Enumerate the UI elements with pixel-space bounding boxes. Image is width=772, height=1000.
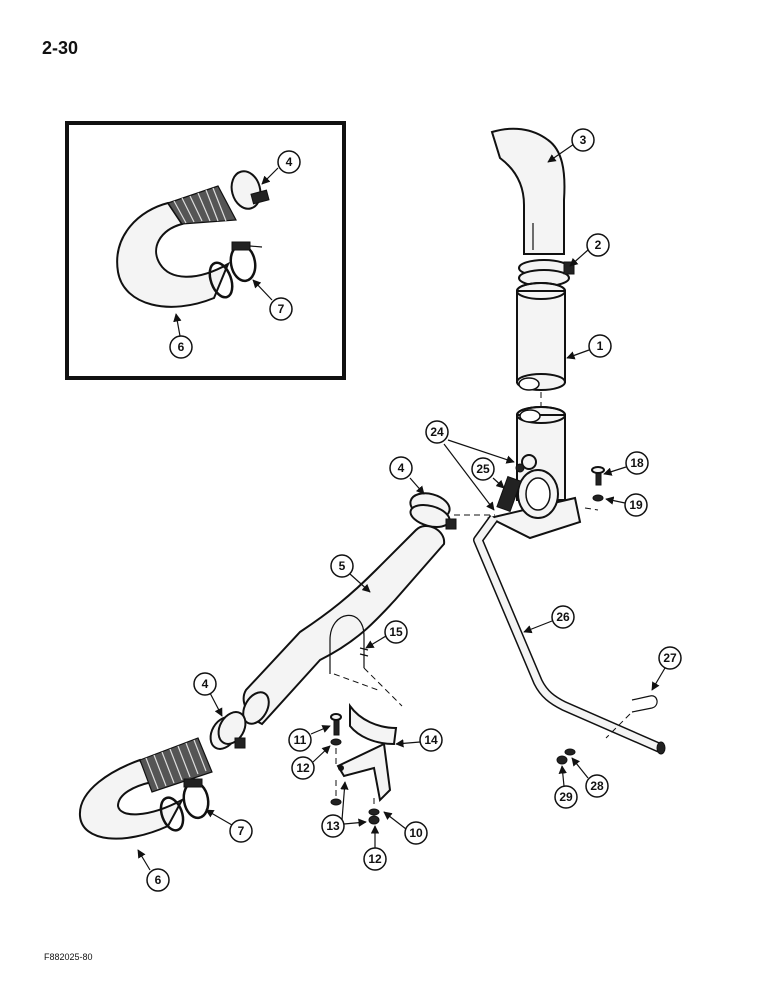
callout-10: 10 bbox=[409, 826, 423, 840]
callout-14: 14 bbox=[424, 733, 438, 747]
callout-5: 5 bbox=[339, 559, 346, 573]
inset-flex-elbow bbox=[116, 185, 237, 308]
callout-6: 6 bbox=[155, 873, 162, 887]
inset-callout-7: 7 bbox=[278, 302, 285, 316]
callout-24: 24 bbox=[430, 425, 444, 439]
lower-clamp-7 bbox=[182, 778, 210, 820]
upper-clamp-4 bbox=[409, 492, 457, 530]
callout-25: 25 bbox=[476, 462, 490, 476]
callout-12-lower: 12 bbox=[368, 852, 382, 866]
callout-18: 18 bbox=[630, 456, 644, 470]
lower-clamp-4 bbox=[209, 711, 247, 750]
callout-29: 29 bbox=[559, 790, 573, 804]
callouts: 3 2 1 24 25 18 19 4 5 26 bbox=[137, 128, 682, 892]
inset-clamp-4 bbox=[230, 170, 270, 210]
vertical-exhaust-pipe bbox=[516, 282, 566, 391]
inset-callout-6: 6 bbox=[178, 340, 185, 354]
inset-callout-4: 4 bbox=[286, 155, 293, 169]
bracket-14 bbox=[333, 667, 403, 803]
callout-4-upper: 4 bbox=[398, 461, 405, 475]
inset-frame bbox=[65, 121, 346, 380]
callout-27: 27 bbox=[663, 651, 677, 665]
callout-1: 1 bbox=[597, 339, 604, 353]
callout-3: 3 bbox=[580, 133, 587, 147]
inset-detail: 4 7 6 bbox=[65, 121, 346, 380]
callout-12-upper: 12 bbox=[296, 761, 310, 775]
u-bolt-15 bbox=[329, 614, 369, 674]
inset-clamp-7 bbox=[229, 241, 263, 283]
callout-4-lower: 4 bbox=[202, 677, 209, 691]
callout-19: 19 bbox=[629, 498, 643, 512]
callout-7: 7 bbox=[238, 824, 245, 838]
callout-13: 13 bbox=[326, 819, 340, 833]
bolt-washer-18-19 bbox=[584, 466, 605, 511]
page-number: 2-30 bbox=[42, 38, 79, 58]
callout-11: 11 bbox=[294, 733, 307, 747]
u-bolt-27 bbox=[556, 695, 658, 765]
stack-elbow-base bbox=[487, 406, 582, 540]
callout-15: 15 bbox=[389, 625, 403, 639]
main-exhaust-pipe bbox=[242, 525, 446, 726]
lower-flex-elbow bbox=[78, 737, 213, 840]
bracket-hardware bbox=[330, 713, 380, 825]
stack-clamp-2 bbox=[518, 259, 575, 287]
curved-tailpipe bbox=[490, 127, 566, 255]
figure-code: F882025-80 bbox=[44, 952, 93, 962]
callout-26: 26 bbox=[556, 610, 570, 624]
callout-2: 2 bbox=[595, 238, 602, 252]
drain-tube-26 bbox=[473, 515, 666, 755]
callout-28: 28 bbox=[590, 779, 604, 793]
